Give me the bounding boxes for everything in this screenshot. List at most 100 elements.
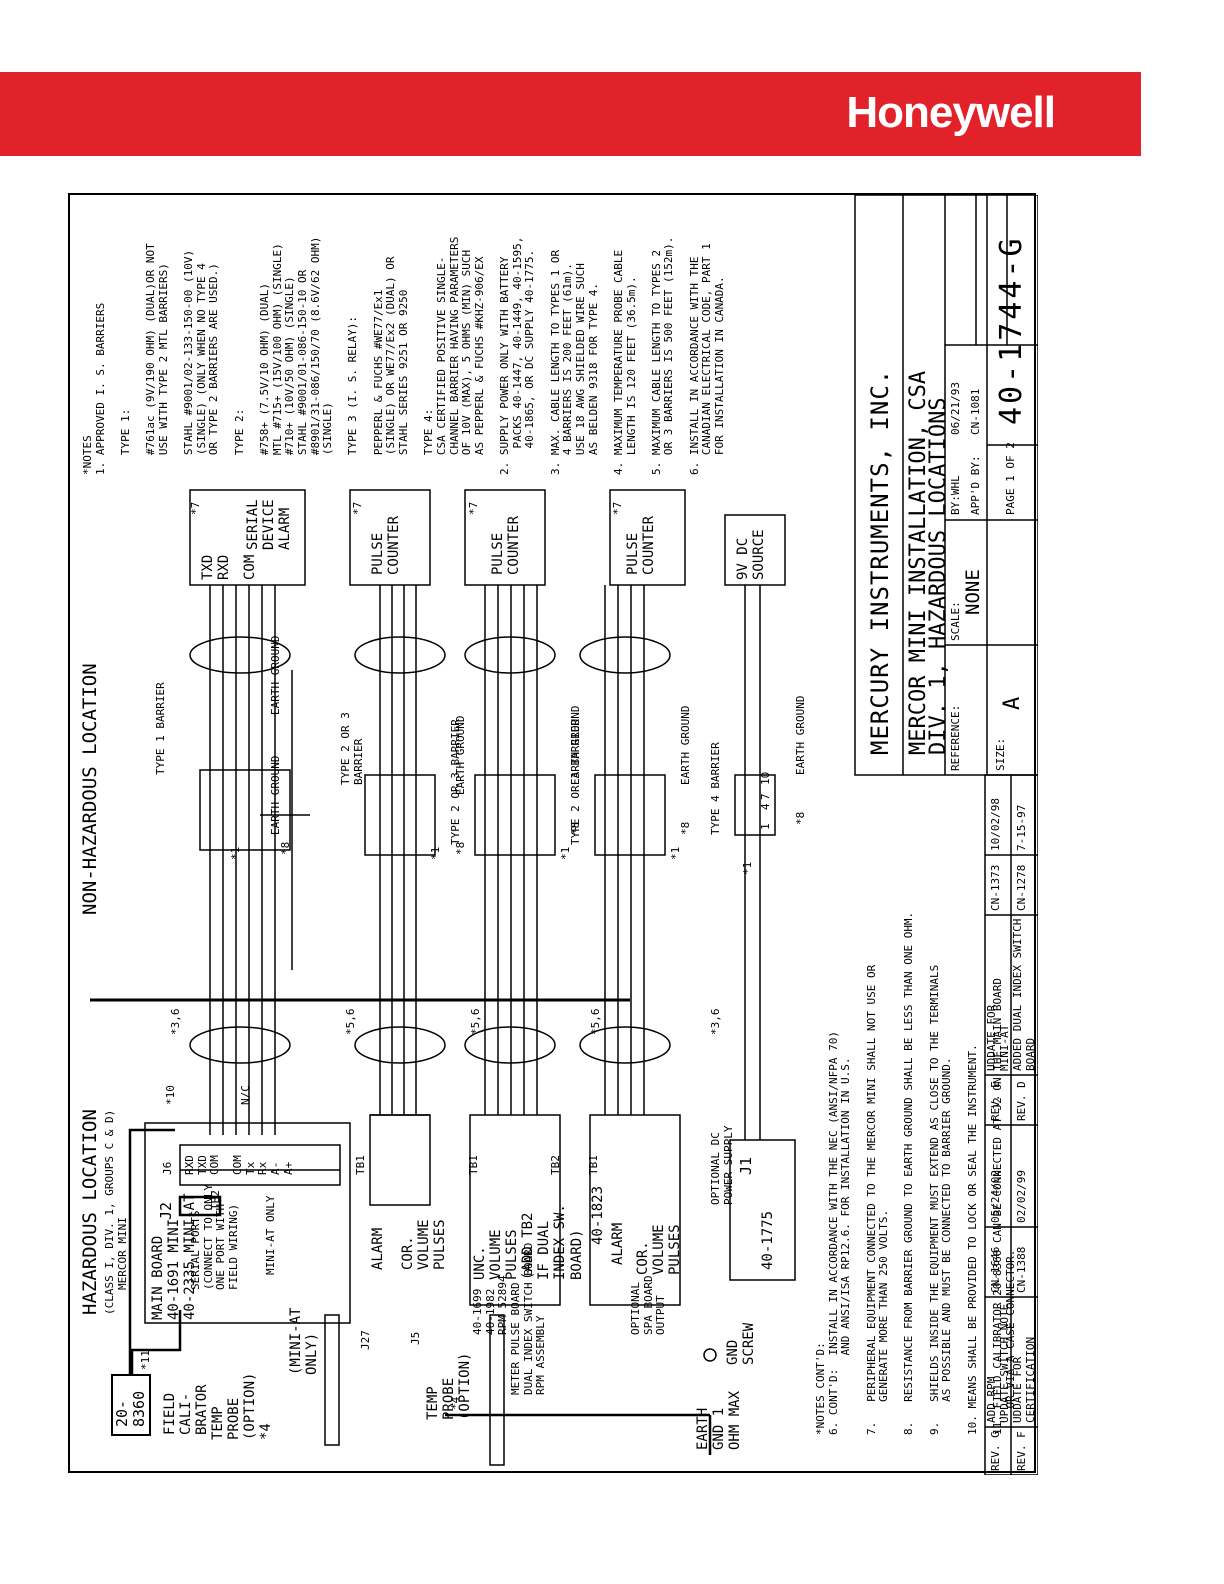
alarm-label: ALARM — [370, 1227, 386, 1270]
dual-index-board — [469, 1114, 561, 1306]
hazardous-title: HAZARDOUS LOCATION — [79, 1109, 101, 1315]
barrier-4-ground: EARTH GROUND — [679, 705, 692, 785]
rev-d: REV. D — [1015, 1081, 1028, 1121]
barrier-3-box — [474, 774, 556, 856]
wiring-diagram — [90, 195, 1038, 1475]
barrier-1-ground: EARTH GROUND — [269, 755, 282, 835]
reference-label: REFERENCE: — [949, 704, 962, 771]
rev-f-date: 02/02/99 — [1015, 1170, 1028, 1223]
drawing-title-2: DIV. 1, HAZARDOUS LOCATIONS — [926, 397, 951, 755]
power-part: 40-1775 — [760, 1210, 776, 1270]
dual-index-board-label: METER PULSE BOARD DUAL INDEX SWITCH BOAR… — [509, 1242, 548, 1395]
serial-device-pins: TXD RXD — [200, 554, 233, 580]
barrier-4-name: TYPE 2 OR 3 BARRIER — [569, 719, 582, 845]
barrier-5-note8: *8 — [794, 811, 807, 825]
rev-e-date: 10/02/98 — [989, 798, 1002, 851]
note-10: *10 — [164, 1085, 177, 1105]
rev-f-cn: CN-1388 — [1015, 1246, 1028, 1293]
rev-e: REV. E — [989, 1081, 1002, 1121]
barrier-4-note1: *1 — [669, 846, 682, 860]
barrier-4-note8: *8 — [679, 821, 692, 835]
spa-alarm: ALARM — [610, 1222, 626, 1265]
rev-d-cn: CN-1278 — [1015, 864, 1028, 911]
power-supply-box — [729, 1139, 796, 1281]
rev-f: REV. F — [1015, 1431, 1028, 1471]
j5-label: J5 — [409, 1331, 422, 1345]
barrier-5-t10: 10 — [759, 771, 772, 785]
calibrator-box-label: 20- 8360 — [113, 1390, 149, 1427]
size-label: SIZE: — [994, 737, 1007, 771]
drawn-date: 06/21/93 — [949, 382, 962, 435]
spa-cor-volume: COR. VOLUME PULSES — [635, 1224, 684, 1275]
size-value: A — [1000, 696, 1025, 710]
barrier-1-note8: *8 — [279, 841, 292, 855]
rev-e-cn: CN-1373 — [989, 864, 1002, 911]
rev-e-desc: UDDATE FOR MINI-AT — [985, 1004, 1011, 1071]
spa-part: 40-1823 — [590, 1185, 606, 1245]
rev-d-date: 7-15-97 — [1015, 804, 1028, 851]
dual-index-part: 40-1699 40-1982 RPM 52894 — [471, 1275, 510, 1335]
barrier-2-note1: *1 — [429, 846, 442, 860]
rotated-drawing: HAZARDOUS LOCATION (CLASS I, DIV. 1, GRO… — [70, 195, 1038, 1475]
barrier-5-t4: 4 — [759, 803, 772, 810]
j2-label: J2 — [157, 1201, 175, 1220]
hazardous-sub2: MERCOR MINI — [116, 1217, 129, 1290]
brand-banner: Honeywell — [0, 72, 1141, 156]
spa-board — [589, 1114, 681, 1306]
barrier-1-box — [199, 769, 291, 851]
pulse-counter-3-note: *7 — [611, 501, 624, 515]
j6-pins: RXD TXD COM — [183, 1155, 222, 1175]
pulse-counter-1: PULSE COUNTER — [370, 515, 403, 575]
main-board-box — [144, 1122, 351, 1324]
dc-source: 9V DC SOURCE — [735, 529, 768, 580]
temp-probe-1-label: TEMP PROBE (OPTION) *4 — [210, 1372, 275, 1440]
scale-value: NONE — [962, 569, 984, 615]
dual-index-tb1: TB1 — [467, 1155, 480, 1175]
rev-g-desc: ADD RPM UPDATE SWITCH NOTE — [985, 1303, 1011, 1423]
company-name: MERCURY INSTRUMENTS, INC. — [866, 368, 894, 755]
serial-device-box — [189, 489, 306, 586]
mini-at-only-board: MINI-AT ONLY — [264, 1195, 277, 1275]
calibrator-note: *11 — [139, 1350, 152, 1370]
temp-probe-2-note: *4 — [449, 1396, 462, 1410]
barrier-2-name: TYPE 2 OR 3 BARRIER — [339, 712, 365, 785]
barrier-5-ground: EARTH GROUND — [794, 695, 807, 775]
pulse-counter-3-box — [609, 489, 686, 586]
scale-label: SCALE: — [949, 601, 962, 641]
wiring-note-36a: *3,6 — [169, 1008, 182, 1036]
wiring-note-56c: *5,6 — [589, 1008, 602, 1036]
serial-device-com: COM — [242, 554, 258, 580]
barrier-5-name: TYPE 4 BARRIER — [709, 742, 722, 835]
calibrator-label: FIELD CALI- BRATOR — [162, 1384, 211, 1435]
j27-label: J27 — [359, 1330, 372, 1350]
wiring-note-56b: *5,6 — [469, 1008, 482, 1036]
page-number: PAGE 1 OF 2 — [1004, 442, 1017, 515]
serial-device-label: SERIAL DEVICE ALARM — [245, 499, 294, 550]
nc-label: N/C — [239, 1085, 252, 1105]
barrier-5-t7: 7 — [759, 793, 772, 800]
pulse-counter-2: PULSE COUNTER — [490, 515, 523, 575]
title-block-frame — [854, 195, 1038, 776]
approval-cn: CN-1081 — [969, 388, 982, 435]
drawing-number: 40-1744-G — [994, 235, 1029, 425]
pulse-counter-1-box — [349, 489, 431, 586]
barrier-3-note1: *1 — [559, 846, 572, 860]
power-title: OPTIONAL DC POWER SUPPLY — [709, 1125, 735, 1205]
rev-d-desc: ADDED DUAL INDEX SWITCH BOARD — [1011, 918, 1037, 1071]
pulse-counter-2-box — [464, 489, 546, 586]
barrier-4-box — [594, 774, 666, 856]
j6-label: J6 — [161, 1161, 174, 1175]
serial-device-note: *7 — [189, 501, 202, 515]
barrier-5-box — [734, 774, 776, 836]
barrier-5-t1: 1 — [759, 823, 772, 830]
barrier-1-note1: *1 — [229, 846, 242, 860]
barrier-1-ground2: EARTH GROUND — [269, 635, 282, 715]
barrier-3-name: TYPE 2 OR 3 BARRIER — [449, 719, 462, 845]
notes-main: *NOTES 1. APPROVED I. S. BARRIERS TYPE 1… — [81, 236, 727, 475]
power-j1: J1 — [737, 1156, 755, 1175]
pulse-counter-2-note: *7 — [467, 501, 480, 515]
wiring-note-56a: *5,6 — [344, 1008, 357, 1036]
tb2-pins: COM Tx Rx A- A+ — [231, 1155, 295, 1175]
drawn-by: BY:WHL — [949, 475, 962, 515]
earth-gnd-label: EARTH GND 1 OHM MAX — [695, 1390, 744, 1450]
